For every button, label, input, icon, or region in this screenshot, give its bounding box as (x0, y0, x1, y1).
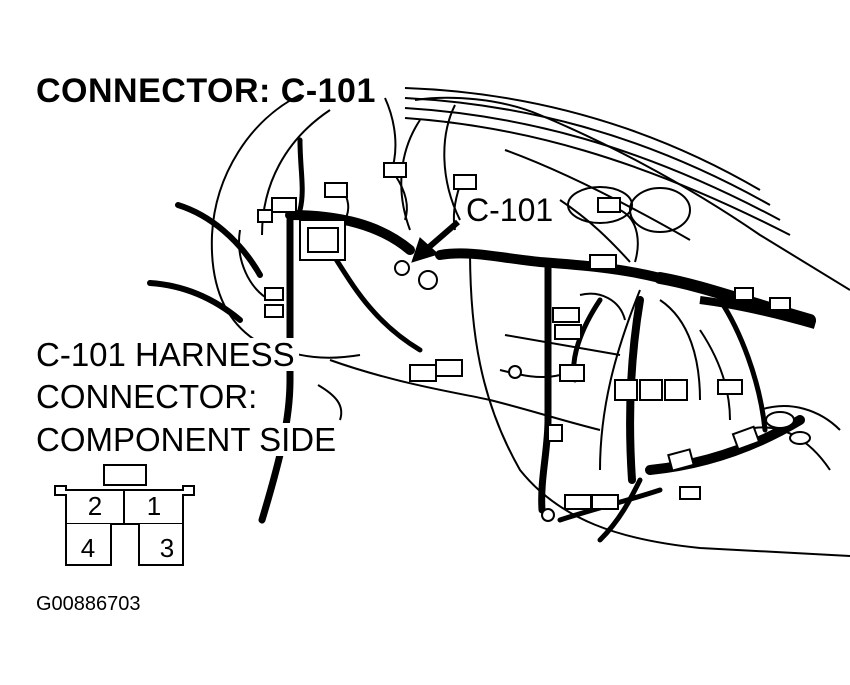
corrugated-harness (667, 296, 817, 472)
pin-2: 2 (87, 491, 103, 521)
pin-1: 1 (146, 491, 162, 521)
pin-4: 4 (80, 533, 96, 563)
harness-label-line3: COMPONENT SIDE (36, 423, 341, 456)
figure-id: G00886703 (36, 593, 141, 615)
pin-connector-diagram (54, 464, 195, 566)
dashboard-outline (210, 94, 850, 557)
harness-label-line2: CONNECTOR: (36, 380, 262, 413)
pin-3: 3 (159, 533, 175, 563)
connector-blocks (257, 162, 791, 522)
c101-callout-label: C-101 (463, 194, 557, 226)
c101-callout-arrow (411, 219, 460, 263)
diagram-title: CONNECTOR: C-101 (36, 72, 376, 110)
leader-line (317, 384, 343, 421)
harness-label-line1: C-101 HARNESS (36, 338, 299, 371)
